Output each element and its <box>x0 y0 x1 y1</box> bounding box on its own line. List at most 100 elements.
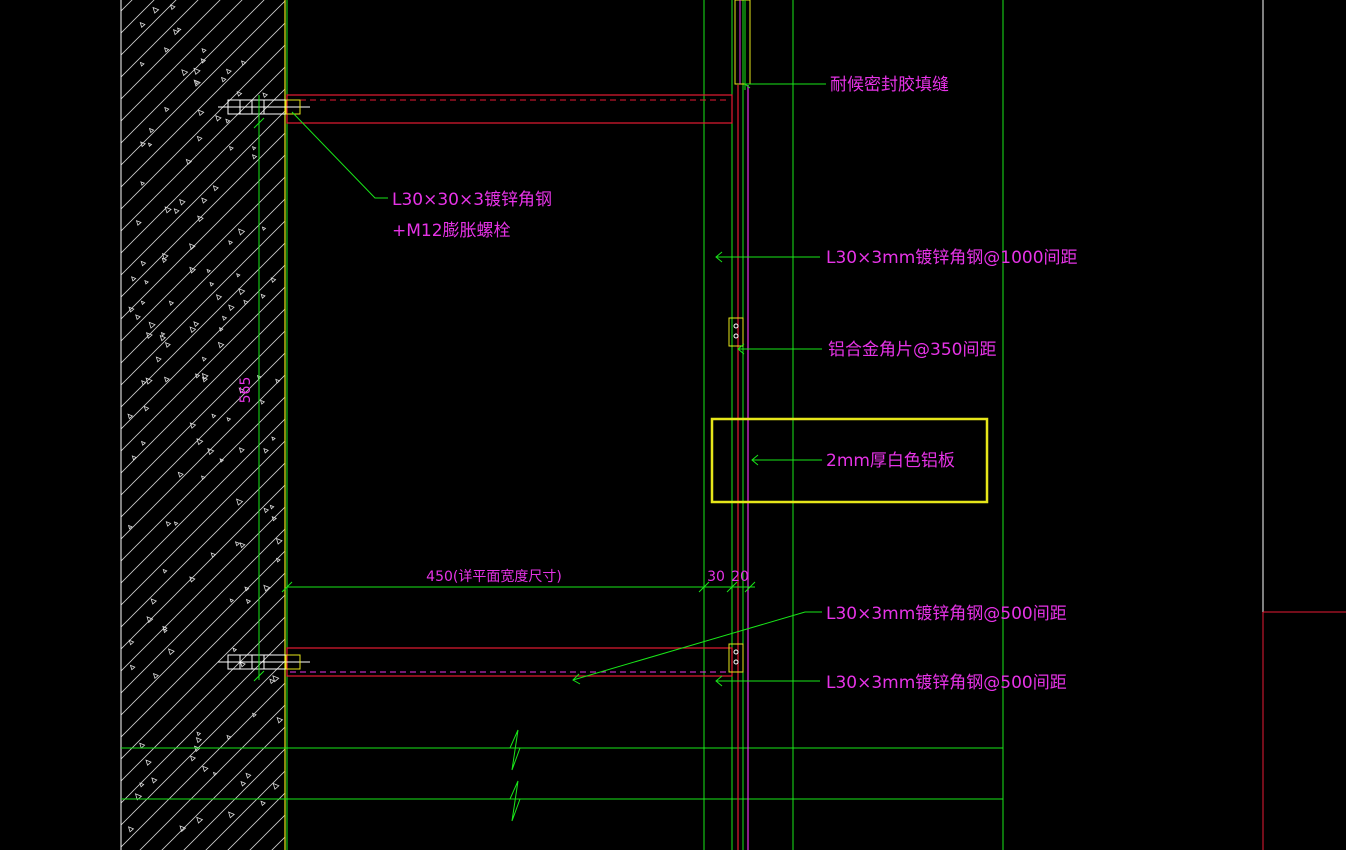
aggregate-mark <box>234 541 241 547</box>
label-angle-steel-line1: L30×30×3镀锌角钢 <box>392 190 552 210</box>
aggregate-mark <box>272 675 280 683</box>
aggregate-mark <box>245 598 252 605</box>
aggregate-mark <box>173 521 179 526</box>
aggregate-mark <box>276 716 284 724</box>
upper-angle-steel <box>286 94 733 124</box>
aggregate-mark <box>197 215 204 223</box>
aggregate-mark <box>243 299 249 306</box>
lower-steel-angle <box>218 647 733 677</box>
leader-lines <box>291 83 826 682</box>
aggregate-mark <box>196 816 204 824</box>
aggregate-mark <box>212 771 218 777</box>
aggregate-mark <box>128 306 135 313</box>
aggregate-mark <box>272 782 280 790</box>
aggregate-mark <box>189 422 197 429</box>
aggregate-mark <box>145 332 153 339</box>
expansion-bolt-lower <box>218 654 310 670</box>
aggregate-mark <box>236 273 241 278</box>
aggregate-mark <box>220 76 227 83</box>
aggregate-mark <box>239 542 246 549</box>
aggregate-mark <box>206 268 211 274</box>
dimension-20: 20 <box>731 569 749 585</box>
aggregate-mark <box>200 475 206 481</box>
expansion-bolt-upper <box>218 99 310 115</box>
aggregate-mark <box>145 377 153 385</box>
aggregate-mark <box>226 417 232 422</box>
aggregate-mark <box>219 458 225 463</box>
aggregate-mark <box>173 208 180 215</box>
aggregate-mark <box>227 811 235 819</box>
label-angle-1000: L30×3mm镀锌角钢@1000间距 <box>826 248 1078 268</box>
aggregate-mark <box>193 67 201 76</box>
aggregate-mark <box>189 576 196 583</box>
aggregate-mark <box>275 557 281 563</box>
aggregate-mark <box>240 60 247 66</box>
aggregate-mark <box>179 198 186 206</box>
aggregate-mark <box>240 780 247 787</box>
concrete-aggregate-marks <box>127 4 284 833</box>
aggregate-mark <box>162 568 168 574</box>
aggregate-mark <box>130 276 137 282</box>
aggregate-mark <box>261 226 267 231</box>
aggregate-mark <box>251 154 258 160</box>
dimension-lines <box>253 95 756 682</box>
aggregate-mark <box>168 300 175 306</box>
aggregate-mark <box>144 279 149 285</box>
aggregate-mark <box>197 109 205 117</box>
aggregate-mark <box>238 447 245 454</box>
aggregate-mark <box>189 266 197 274</box>
aggregate-mark <box>140 260 147 267</box>
aggregate-mark <box>155 356 162 363</box>
aggregate-mark <box>172 29 180 36</box>
upper-steel-angle <box>218 94 733 124</box>
aluminum-clips <box>728 317 744 673</box>
aggregate-mark <box>131 455 137 461</box>
right-border <box>1262 0 1346 850</box>
aggregate-mark <box>232 647 238 653</box>
aggregate-mark <box>201 376 208 383</box>
aggregate-mark <box>196 731 202 737</box>
aggregate-mark <box>151 777 158 784</box>
aggregate-mark <box>179 825 187 833</box>
aggregate-mark <box>221 315 228 321</box>
aggregate-mark <box>263 507 270 514</box>
aggregate-mark <box>211 413 217 419</box>
aggregate-mark <box>245 772 252 779</box>
aggregate-mark <box>163 376 170 383</box>
aggregate-mark <box>215 294 223 301</box>
aggregate-mark <box>275 537 283 545</box>
aggregate-mark <box>127 524 133 530</box>
aggregate-mark <box>177 471 184 478</box>
aggregate-mark <box>164 106 170 113</box>
leader-angle-steel <box>291 111 388 199</box>
aggregate-mark <box>140 440 147 446</box>
aggregate-mark <box>271 436 276 441</box>
label-aluminum-panel: 2mm厚白色铝板 <box>826 451 955 471</box>
aggregate-mark <box>226 734 232 740</box>
aggregate-mark <box>269 678 275 685</box>
aggregate-mark <box>196 135 203 142</box>
leader-arrows <box>572 82 759 687</box>
aggregate-mark <box>145 759 152 766</box>
aggregate-mark <box>260 293 266 299</box>
panel-assembly <box>734 0 751 850</box>
aggregate-mark <box>129 664 136 671</box>
aggregate-mark <box>140 181 146 186</box>
aggregate-mark <box>165 521 172 527</box>
aggregate-mark <box>251 146 257 151</box>
aggregate-mark <box>201 356 207 362</box>
aggregate-mark <box>193 79 201 87</box>
aggregate-mark <box>228 240 234 246</box>
aggregate-mark <box>127 413 134 420</box>
aggregate-mark <box>140 300 146 306</box>
aggregate-mark <box>238 288 246 296</box>
aggregate-mark <box>236 91 243 97</box>
aggregate-mark <box>164 342 171 348</box>
aggregate-mark <box>237 228 246 236</box>
label-angle-steel-line2: +M12膨胀螺栓 <box>392 221 511 241</box>
aggregate-mark <box>201 372 209 380</box>
aggregate-mark <box>139 782 145 788</box>
aggregate-mark <box>164 206 172 214</box>
aggregate-mark <box>228 304 235 312</box>
